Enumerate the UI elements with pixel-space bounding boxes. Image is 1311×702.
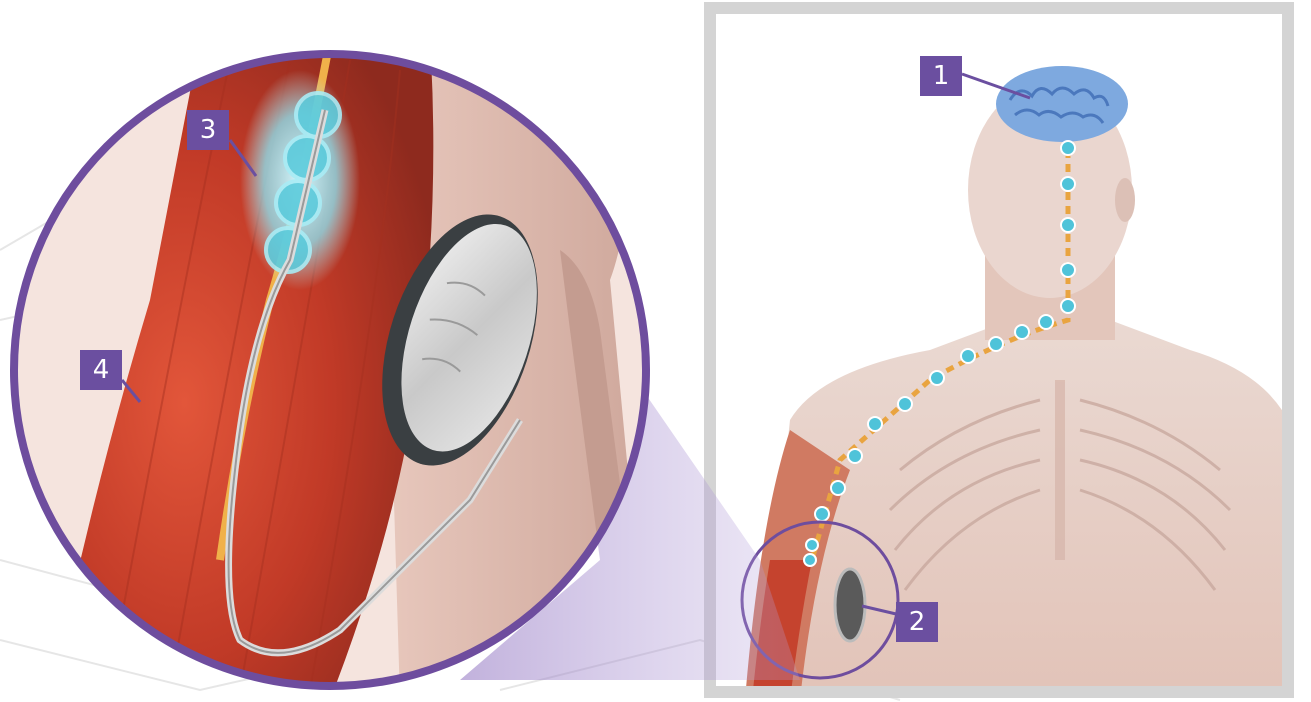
callout-2-label: 2 [896, 602, 938, 642]
brain-icon [996, 66, 1128, 142]
callout-4-label: 4 [80, 350, 122, 390]
generator-small-icon [835, 569, 865, 641]
callout-1-label: 1 [920, 56, 962, 96]
callout-3-label: 3 [187, 110, 229, 150]
